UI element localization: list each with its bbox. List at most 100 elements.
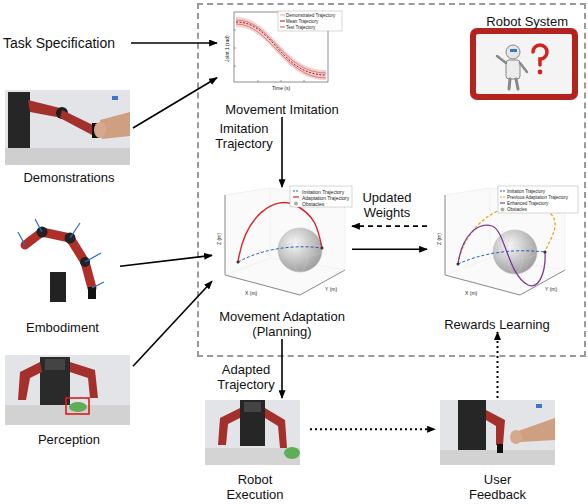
photo-panel: User Feedback — [435, 398, 560, 502]
plot-label: Adaptation Trajectory — [302, 195, 349, 201]
imitation-plot-part — [258, 80, 259, 82]
adaptation-plot-part — [238, 202, 322, 262]
adaptation-plot-part — [300, 270, 345, 295]
perception-photo-part — [5, 355, 130, 425]
perception-photo-part — [5, 405, 130, 425]
edge-label: Updated Weights — [354, 190, 420, 220]
robot-icon-part — [506, 45, 520, 59]
flow-arrow — [133, 281, 212, 366]
adaptation-plot-part — [321, 247, 324, 250]
flow-arrow — [133, 78, 217, 128]
plot-label: Z (m) — [436, 233, 442, 245]
rewards-plot-part — [500, 191, 505, 192]
robot-icon-part — [538, 70, 543, 75]
embodiment-drawing-part — [15, 215, 110, 303]
plot-label: Imitation Trajectory — [302, 189, 344, 195]
embodiment-drawing-part — [25, 232, 92, 288]
flow-arrow — [352, 249, 427, 251]
embodiment-drawing-part — [35, 219, 42, 232]
edge-label: Adapted Trajectory — [214, 362, 278, 392]
perception-photo-part — [70, 362, 98, 398]
rewards-plot-part — [500, 202, 505, 203]
plot-panel: Movement Imitation — [217, 5, 347, 117]
perception-photo-part — [45, 359, 65, 370]
plot-panel: Movement Adaptation (Planning) — [212, 187, 352, 339]
feedback-photo — [440, 400, 555, 465]
imitation-plot-part — [278, 11, 342, 31]
embodiment-drawing-part — [88, 287, 96, 299]
imitation-plot-part — [236, 24, 326, 78]
figure-panel: Embodiment — [5, 210, 120, 335]
rewards-plot-part — [493, 245, 537, 259]
adaptation-plot-part — [225, 195, 226, 275]
adaptation-plot-part — [225, 275, 300, 295]
demonstration-photo — [5, 90, 130, 165]
flow-arrow — [281, 117, 283, 187]
robot-icon-part — [516, 79, 518, 89]
embodiment-drawing-part — [70, 223, 80, 238]
imitation-plot-part — [280, 27, 285, 28]
connector-group — [120, 43, 498, 429]
rewards-plot-part — [445, 275, 520, 295]
rewards-plot-part — [498, 186, 578, 213]
adaptation-plot-part — [238, 247, 322, 262]
plot-label: Enhanced Trajectory — [507, 201, 548, 207]
robot-icon-part — [510, 49, 517, 52]
edge-label: Imitation Trajectory — [212, 121, 276, 151]
robot-icon — [470, 28, 578, 100]
robot-icon-part — [506, 60, 520, 79]
plot-label: Imitation Trajectory — [507, 189, 545, 195]
node-caption: Rewards Learning — [444, 317, 550, 332]
execution-photo-part — [240, 400, 265, 446]
feedback-photo-part — [518, 418, 555, 442]
photo-panel: Robot Execution — [200, 398, 310, 502]
robot-icon-part — [533, 45, 547, 65]
adaptation-plot-part — [237, 261, 240, 264]
imitation-plot-part — [234, 66, 236, 67]
plot-label: Test Trajectory — [286, 25, 315, 31]
feedback-photo-part — [497, 444, 503, 453]
feedback-photo-part — [536, 404, 542, 408]
input-label: Task Specification — [3, 33, 131, 53]
demonstration-photo-part — [112, 96, 118, 100]
adaptation-plot-part — [294, 202, 298, 206]
demonstration-photo-part — [5, 148, 130, 165]
rewards-plot-part — [493, 230, 537, 274]
adaptation-plot-part — [292, 228, 308, 272]
node-caption: Robot System — [486, 14, 568, 29]
robot-icon-part — [509, 79, 510, 89]
rewards-plot-part — [490, 188, 491, 258]
imitation-plot-part — [281, 80, 282, 82]
plot-label: Previous Adaptation Trajectory — [507, 195, 568, 201]
execution-photo-part — [205, 400, 300, 465]
node-caption: User Feedback — [463, 472, 533, 502]
plot-label: Y (m) — [325, 286, 337, 292]
embodiment-drawing-part — [92, 282, 104, 288]
robot-icon-part — [470, 28, 578, 100]
plot-label: X (m) — [465, 290, 477, 296]
demonstration-photo-part — [5, 90, 130, 165]
adaptation-plot-part — [293, 196, 299, 197]
demonstration-photo-part — [94, 122, 106, 138]
adaptation-plot-part — [293, 191, 299, 192]
rewards-plot — [445, 186, 578, 295]
plot-label: Time (s) — [272, 85, 290, 91]
rewards-plot-part — [445, 195, 446, 275]
plot-label: Demonstrated Trajectory — [286, 13, 335, 19]
rewards-plot-part — [507, 230, 523, 274]
plot-label: Mean Trajectory — [286, 19, 318, 25]
perception-photo-part — [69, 402, 87, 412]
perception-photo — [5, 355, 130, 425]
photo-panel: Perception — [5, 352, 133, 447]
execution-photo-part — [218, 408, 240, 445]
plot-label: Obstacles — [507, 207, 527, 213]
node-caption: Robot Execution — [220, 472, 290, 502]
embodiment-drawing-part — [85, 253, 101, 262]
flow-arrow — [281, 339, 283, 398]
embodiment-drawing-part — [18, 232, 25, 245]
robot-icon-part — [476, 34, 572, 94]
plot-label: Y (m) — [545, 286, 557, 292]
